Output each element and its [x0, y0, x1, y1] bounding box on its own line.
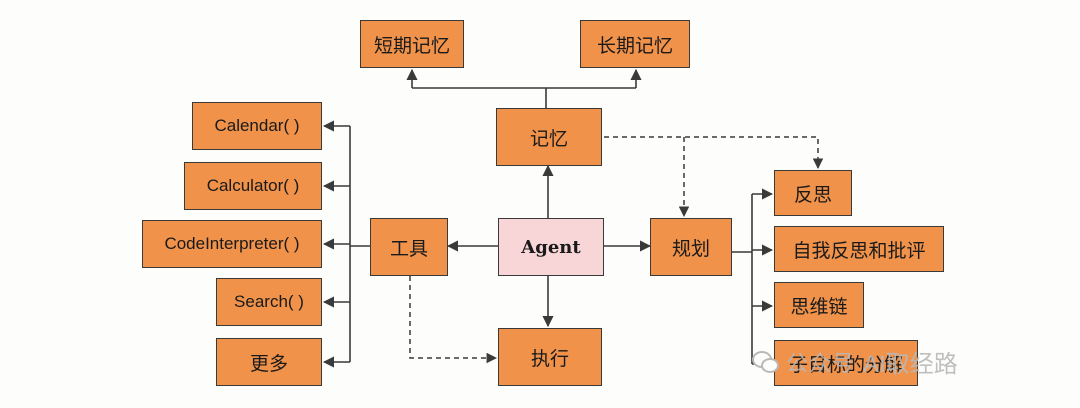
calculator-label: Calculator( ): [206, 176, 300, 195]
action-label: 执行: [530, 347, 569, 370]
calendar-node: Calendar( ): [192, 102, 322, 150]
memory-label: 记忆: [529, 127, 568, 150]
watermark-channel: 公众号: [786, 351, 856, 377]
subgoal-node: 子目标的分解: [774, 340, 918, 386]
short-memory-node: 短期记忆: [360, 20, 464, 68]
agent-node: Agent: [498, 218, 604, 276]
reflection-label: 反思: [793, 183, 832, 206]
subgoal-label: 子目标的分解: [788, 353, 903, 376]
wechat-icon: [752, 350, 779, 373]
tools-node: 工具: [370, 218, 448, 276]
long-memory-node: 长期记忆: [580, 20, 690, 68]
more-node: 更多: [216, 338, 322, 386]
self-critique-node: 自我反思和批评: [774, 226, 944, 272]
dashed-memory-to-reflection: [604, 136, 824, 170]
code-interpreter-node: CodeInterpreter( ): [142, 220, 322, 268]
reflection-node: 反思: [774, 170, 852, 216]
tools-label: 工具: [389, 237, 428, 260]
calendar-label: Calendar( ): [214, 116, 300, 135]
short-memory-label: 短期记忆: [373, 34, 450, 57]
planning-node: 规划: [650, 218, 732, 276]
planning-label: 规划: [671, 237, 710, 260]
chain-of-thought-node: 思维链: [774, 282, 864, 328]
watermark: 公众号 AI取经路: [752, 344, 958, 379]
long-memory-label: 长期记忆: [596, 34, 673, 57]
calculator-node: Calculator( ): [184, 162, 322, 210]
code-interpreter-label: CodeInterpreter( ): [164, 234, 300, 253]
action-node: 执行: [498, 328, 602, 386]
memory-node: 记忆: [496, 108, 602, 166]
agent-label: Agent: [521, 236, 581, 258]
more-label: 更多: [249, 352, 288, 375]
self-critique-label: 自我反思和批评: [792, 239, 926, 262]
dashed-tools-to-action: [409, 276, 498, 364]
watermark-name: AI取经路: [863, 351, 958, 378]
search-node: Search( ): [216, 278, 322, 326]
chain-of-thought-label: 思维链: [790, 295, 848, 318]
search-label: Search( ): [234, 292, 304, 311]
